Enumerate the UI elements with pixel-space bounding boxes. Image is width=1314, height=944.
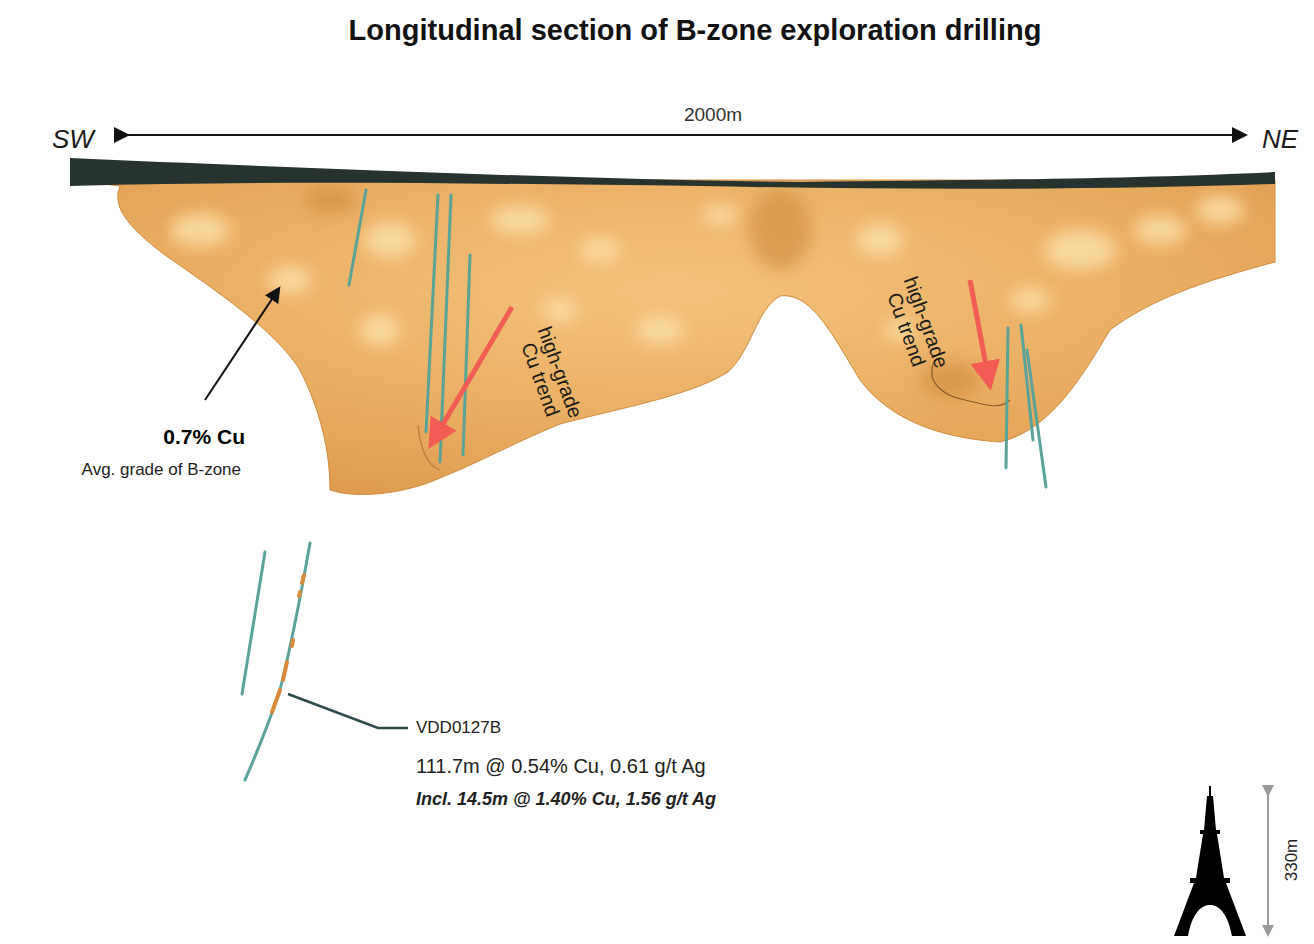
callout-arrow [205,293,276,400]
title: Longitudinal section of B-zone explorati… [349,13,1042,48]
leader-line [288,694,408,728]
ground-surface [70,158,1275,189]
drill-holes [242,190,1046,780]
dimension-arrow [1267,791,1269,931]
grade-value: 0.7% Cu [163,424,245,449]
scale-arrow [122,134,1240,136]
intercept-result: 111.7m @ 0.54% Cu, 0.61 g/t Ag [416,754,706,778]
assay-intervals [272,575,304,712]
ore-body [70,180,1275,494]
grade-note: Avg. grade of B-zone [82,460,241,480]
direction-label: NE [1262,124,1298,155]
eiffel-tower-icon [1174,786,1246,936]
trend-arrow [970,280,988,376]
height-label: 330m [1282,839,1302,882]
direction-label: SW [52,124,94,155]
dimension-label: 2000m [684,104,742,127]
trend-arrow [436,307,512,436]
intercept-detail: Incl. 14.5m @ 1.40% Cu, 1.56 g/t Ag [416,789,716,811]
hole-id: VDD0127B [416,718,501,738]
